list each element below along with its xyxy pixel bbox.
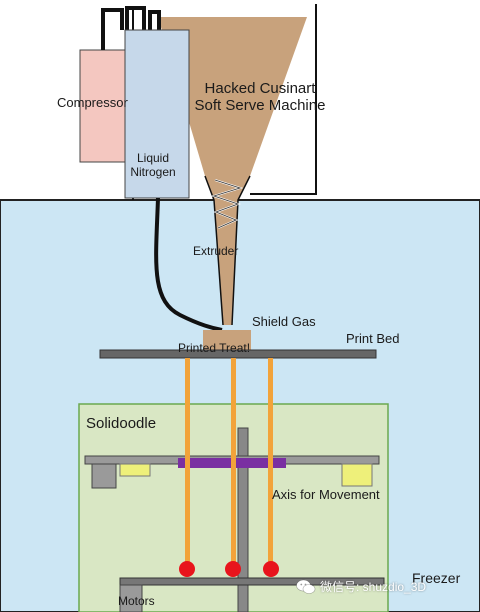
- extruder-body: [205, 176, 250, 325]
- machine-label-line2: Soft Serve Machine: [194, 97, 326, 115]
- auger-screw-outline: [212, 179, 242, 229]
- rod-right: [268, 358, 273, 568]
- liquid-nitrogen-label: Liquid Nitrogen: [122, 151, 184, 180]
- printed-treat-label: Printed Treat!: [178, 341, 251, 355]
- print-bed-bar: [99, 349, 377, 359]
- liquid-label-line2: Nitrogen: [130, 164, 176, 179]
- motor-ball-left: [179, 561, 195, 577]
- extruder-outline: [204, 175, 251, 326]
- motor-ball-right: [263, 561, 279, 577]
- liquid-label-line1: Liquid: [136, 151, 170, 165]
- watermark-text: 微信号: shuzdio_3D: [320, 580, 427, 594]
- watermark: 微信号: shuzdio_3D: [296, 578, 426, 595]
- sensor-left: [119, 463, 151, 477]
- compressor-box: [79, 49, 131, 163]
- shield-gas-label: Shield Gas: [252, 314, 316, 329]
- machine-label-line1: Hacked Cusinart: [204, 80, 316, 97]
- motors-label: Motors: [118, 594, 155, 608]
- sensor-right: [341, 463, 373, 487]
- motor-block: [119, 584, 143, 612]
- center-shaft: [237, 427, 249, 612]
- machine-label: Hacked Cusinart Soft Serve Machine: [190, 80, 330, 115]
- top-hoses: [101, 6, 161, 50]
- rod-center: [231, 358, 236, 568]
- wechat-icon: [296, 579, 316, 595]
- motor-bar: [119, 577, 385, 586]
- gantry-block-left: [91, 463, 117, 489]
- solidoodle-label: Solidoodle: [86, 415, 157, 432]
- extruder-label: Extruder: [193, 244, 239, 258]
- axis-for-movement-label: Axis for Movement: [272, 487, 380, 502]
- motor-ball-center: [225, 561, 241, 577]
- rod-left: [185, 358, 190, 568]
- compressor-label: Compressor: [57, 95, 128, 110]
- freezer-label: Freezer: [412, 570, 461, 586]
- ice-cream-funnel: [158, 17, 307, 176]
- print-bed-label: Print Bed: [346, 331, 400, 346]
- nitrogen-hose: [154, 197, 223, 332]
